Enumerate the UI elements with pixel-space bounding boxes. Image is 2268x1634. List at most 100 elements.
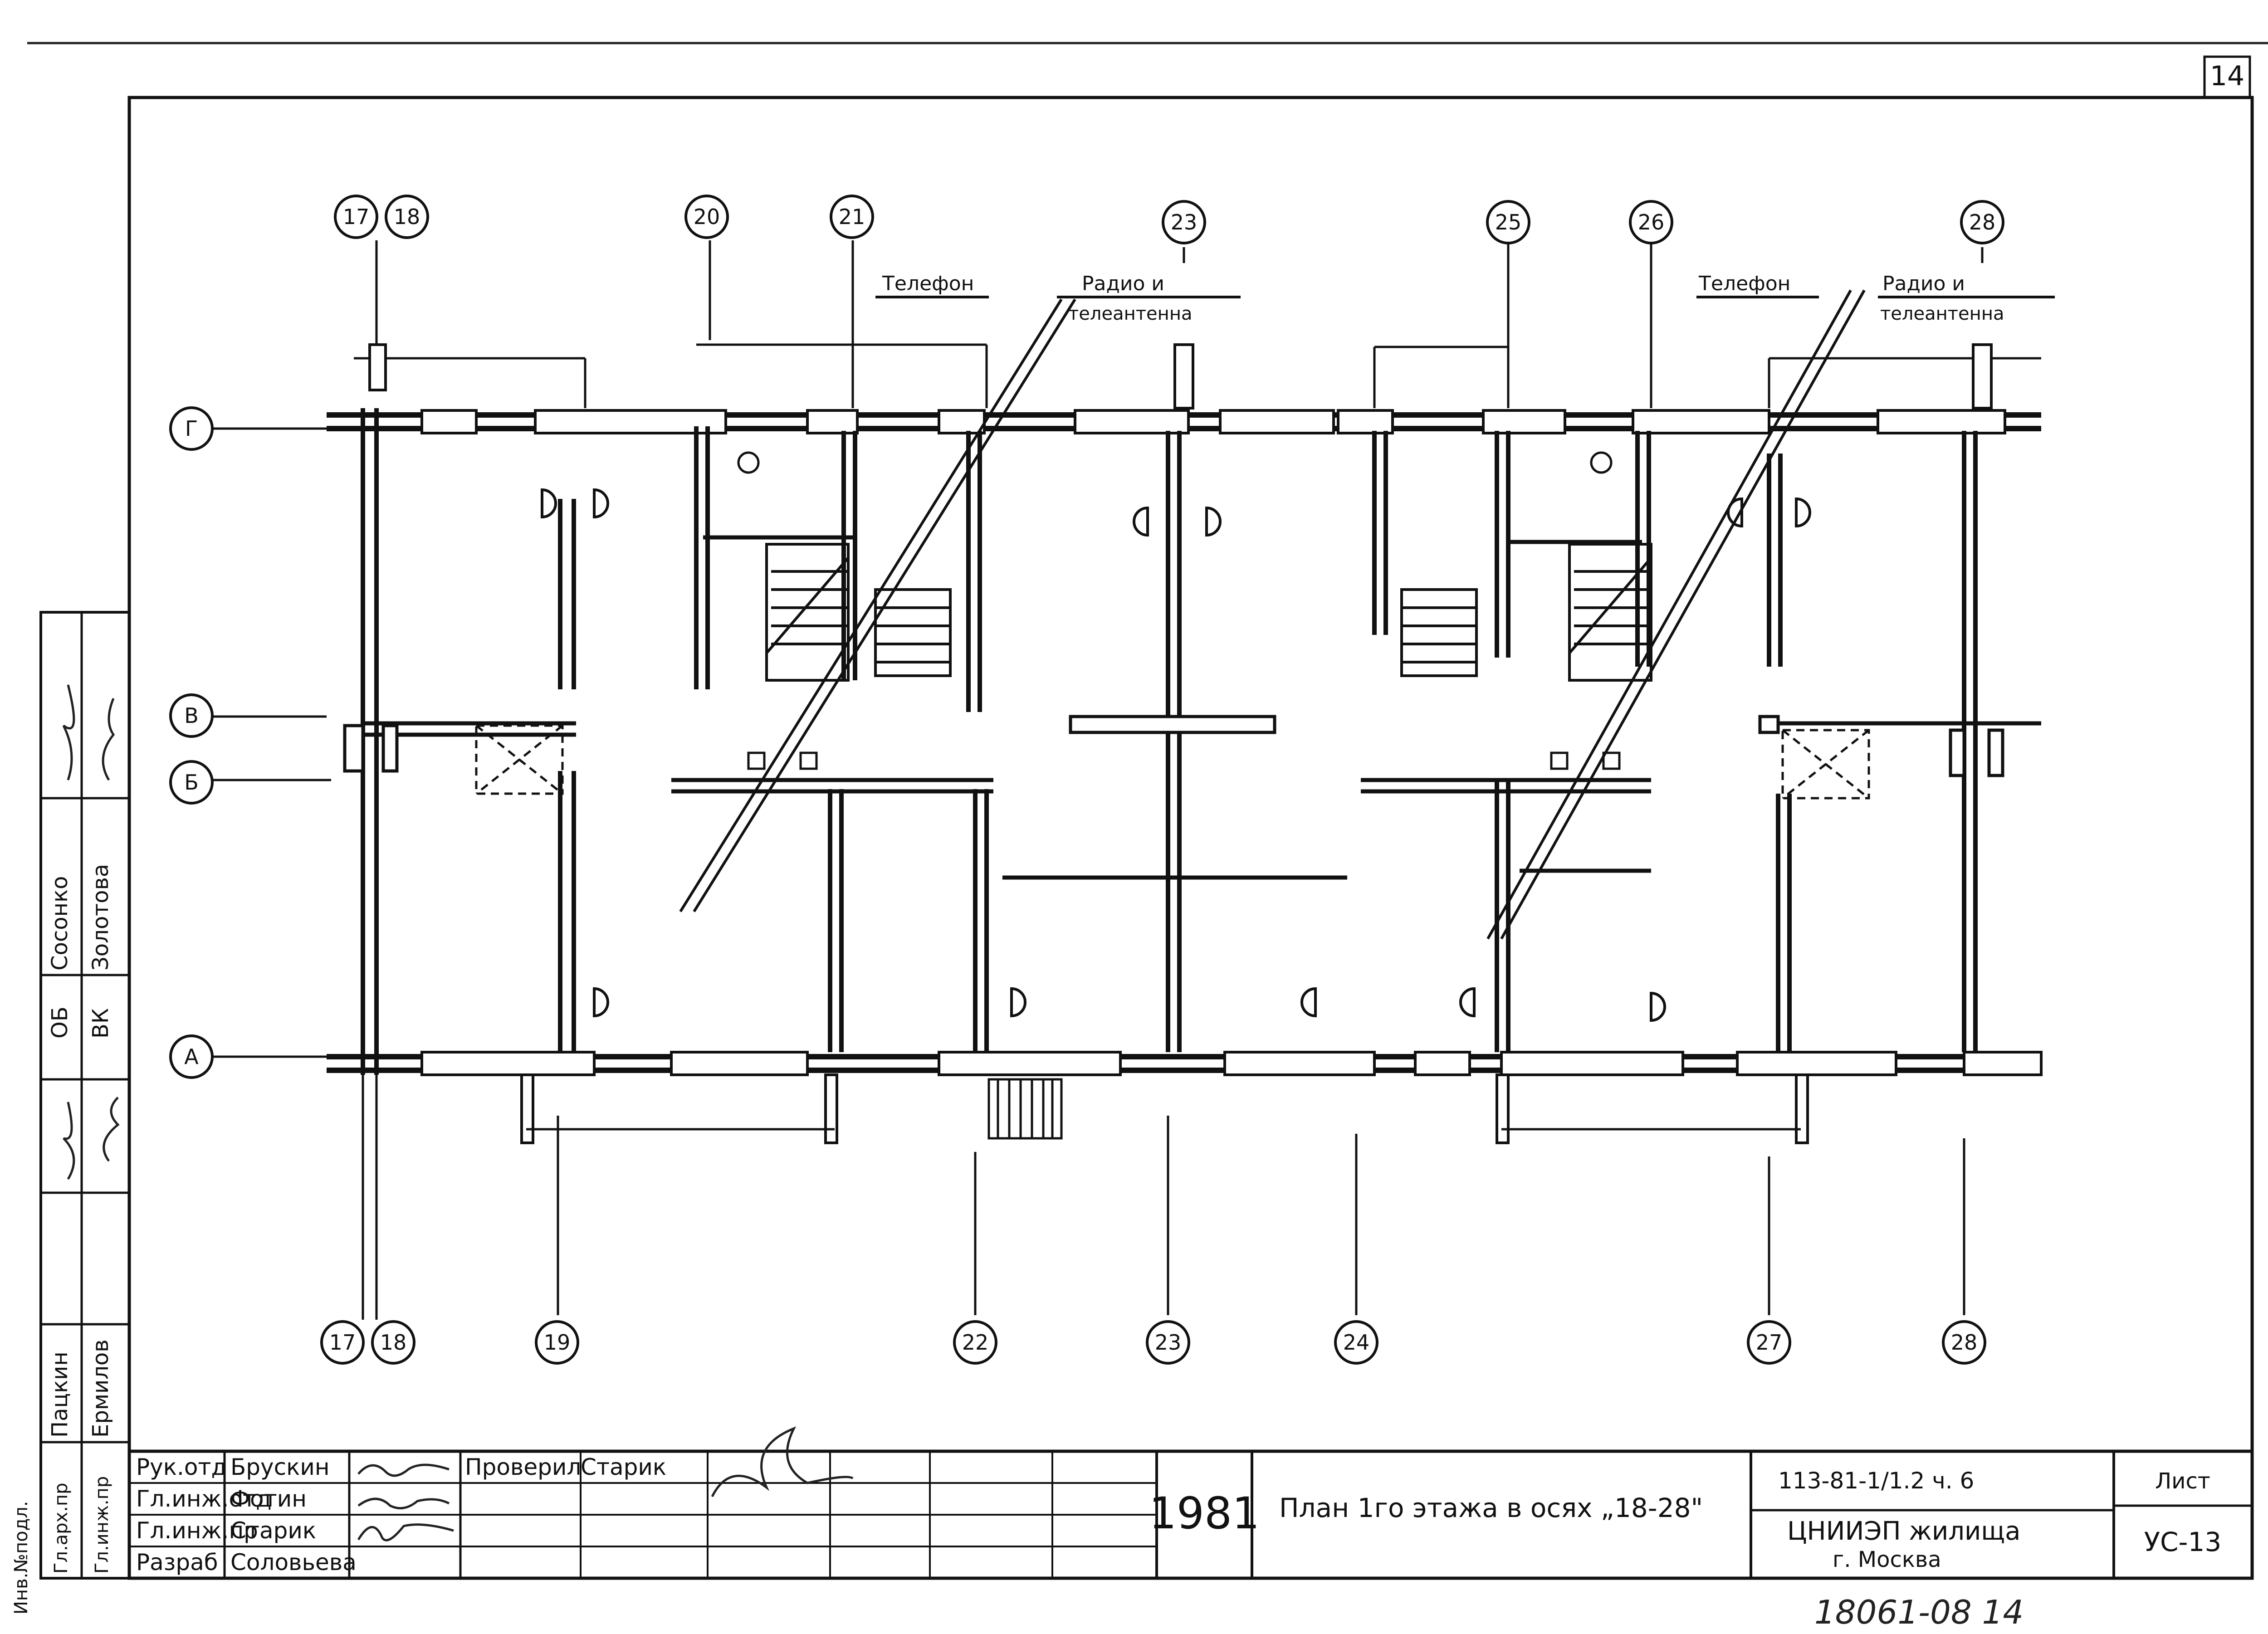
- name-bruskin: Брускин: [230, 1454, 330, 1480]
- title-block: Рук.отд Гл.инж.отд Гл.инж.пр Разраб Брус…: [127, 1426, 2254, 1580]
- riser-left: [737, 451, 760, 474]
- strip-role-4: Гл.инж.пр: [92, 1476, 112, 1574]
- name-solovieva: Соловьева: [230, 1549, 357, 1575]
- sheet-label: Лист: [2155, 1468, 2210, 1494]
- callout-radio-left-2: телеантенна: [1068, 303, 1192, 324]
- axis-marker: 28: [1960, 200, 2004, 244]
- strip-role-2: ВК: [88, 1008, 113, 1039]
- strip-name-2: Золотова: [88, 864, 113, 971]
- archive-number: 18061-08 14: [1814, 1593, 2024, 1631]
- axis-marker: 18: [371, 1320, 415, 1365]
- checked-label: Проверил: [465, 1454, 581, 1480]
- stair-right: [1400, 543, 1652, 682]
- callout-radio-left-1: Радио и: [1082, 272, 1164, 295]
- axis-marker: 17: [320, 1320, 365, 1365]
- svg-text:24: 24: [1343, 1330, 1370, 1355]
- svg-text:28: 28: [1969, 210, 1996, 234]
- axis-markers-bottom: 17 18 19 22 23 24 27 28: [320, 1320, 1986, 1365]
- year: 1981: [1149, 1488, 1260, 1539]
- callout-labels: Телефон Радио и телеантенна Телефон Ради…: [882, 272, 2004, 324]
- left-approval-strip: ОБ Сосонко ВК Золотова Гл.арх.пр Пацкин …: [11, 611, 131, 1614]
- svg-text:18: 18: [380, 1330, 407, 1355]
- city: г. Москва: [1833, 1547, 1941, 1572]
- callout-radio-right-2: телеантенна: [1880, 303, 2004, 324]
- svg-text:В: В: [184, 703, 199, 728]
- strip-role-1: ОБ: [47, 1006, 73, 1039]
- svg-text:26: 26: [1638, 210, 1665, 234]
- corner-sheet-number: 14: [2203, 55, 2251, 99]
- svg-text:А: А: [184, 1044, 199, 1069]
- svg-text:23: 23: [1171, 210, 1198, 234]
- role-glinzhpr: Гл.инж.пр: [136, 1517, 258, 1544]
- signature-fotin: [357, 1497, 450, 1510]
- axis-marker: 24: [1334, 1320, 1378, 1365]
- strip-signature-1: [62, 684, 115, 781]
- signature-checked: [711, 1426, 854, 1497]
- callout-phone-right: Телефон: [1698, 272, 1790, 295]
- svg-text:27: 27: [1756, 1330, 1783, 1355]
- floor-plan: [213, 240, 2055, 1320]
- role-razrab: Разраб: [136, 1549, 218, 1575]
- checked-name: Старик: [581, 1454, 666, 1480]
- signature-rukotd: [357, 1463, 450, 1477]
- strip-role-3: Гл.арх.пр: [51, 1483, 72, 1574]
- entry-steps: [987, 1078, 1063, 1140]
- role-glinzhotd: Гл.инж.отд: [136, 1486, 272, 1512]
- callout-phone-left: Телефон: [882, 272, 974, 295]
- svg-text:17: 17: [343, 205, 370, 229]
- cable-routes: [679, 289, 2055, 940]
- strip-signature-2: [63, 1097, 120, 1180]
- axis-marker: 21: [830, 195, 874, 239]
- role-rukotd: Рук.отд: [136, 1454, 227, 1480]
- axis-marker: 23: [1162, 200, 1206, 244]
- organization: ЦНИИЭП жилища: [1787, 1517, 2020, 1546]
- svg-text:Б: Б: [184, 770, 199, 795]
- svg-text:14: 14: [2210, 60, 2244, 92]
- axis-lines-bottom: [362, 1073, 1965, 1320]
- axis-marker: Г: [169, 406, 214, 451]
- axis-marker: А: [169, 1034, 214, 1079]
- axis-marker: 22: [953, 1320, 997, 1365]
- svg-text:17: 17: [329, 1330, 356, 1355]
- door-symbols: [541, 488, 1811, 1022]
- axis-marker: 27: [1747, 1320, 1791, 1365]
- axis-marker: 23: [1146, 1320, 1190, 1365]
- strip-name-4: Ермилов: [88, 1339, 113, 1438]
- name-starik: Старик: [230, 1517, 316, 1544]
- svg-text:19: 19: [544, 1330, 571, 1355]
- axis-marker: 18: [385, 195, 429, 239]
- cross-walls: [361, 408, 1978, 1075]
- sheet-code: УС-13: [2144, 1527, 2222, 1557]
- shaft-crosses: [475, 724, 1870, 800]
- windows-top: [420, 409, 2006, 434]
- strip-inv: Инв.№подл.: [11, 1501, 32, 1614]
- svg-text:20: 20: [694, 205, 720, 229]
- project-code: 113-81-1/1.2 ч. 6: [1778, 1468, 1974, 1494]
- axis-markers-top: 17 18 20 21 23 25 26 28: [334, 195, 2004, 244]
- axis-marker: 28: [1942, 1320, 1986, 1365]
- axis-marker: 20: [684, 195, 729, 239]
- svg-text:Г: Г: [185, 416, 198, 441]
- name-fotin: Фотин: [230, 1486, 307, 1512]
- svg-text:22: 22: [962, 1330, 989, 1355]
- windows-bottom: [420, 1051, 2043, 1076]
- axis-marker: 25: [1486, 200, 1530, 244]
- signature-starik: [357, 1523, 454, 1541]
- svg-text:28: 28: [1951, 1330, 1978, 1355]
- axis-marker: 26: [1629, 200, 1673, 244]
- svg-text:18: 18: [394, 205, 420, 229]
- strip-name-3: Пацкин: [47, 1351, 73, 1438]
- axis-marker: Б: [169, 760, 214, 805]
- axis-marker: В: [169, 693, 214, 738]
- svg-text:25: 25: [1495, 210, 1522, 234]
- axis-marker: 19: [535, 1320, 579, 1365]
- riser-right: [1590, 451, 1613, 474]
- strip-name-1: Сосонко: [47, 876, 73, 971]
- axis-marker: 17: [334, 195, 378, 239]
- axis-lines-left: [213, 427, 358, 1058]
- pier-blocks: [343, 715, 2004, 777]
- svg-text:23: 23: [1155, 1330, 1182, 1355]
- axis-lines-top: [354, 240, 2041, 410]
- svg-text:21: 21: [839, 205, 865, 229]
